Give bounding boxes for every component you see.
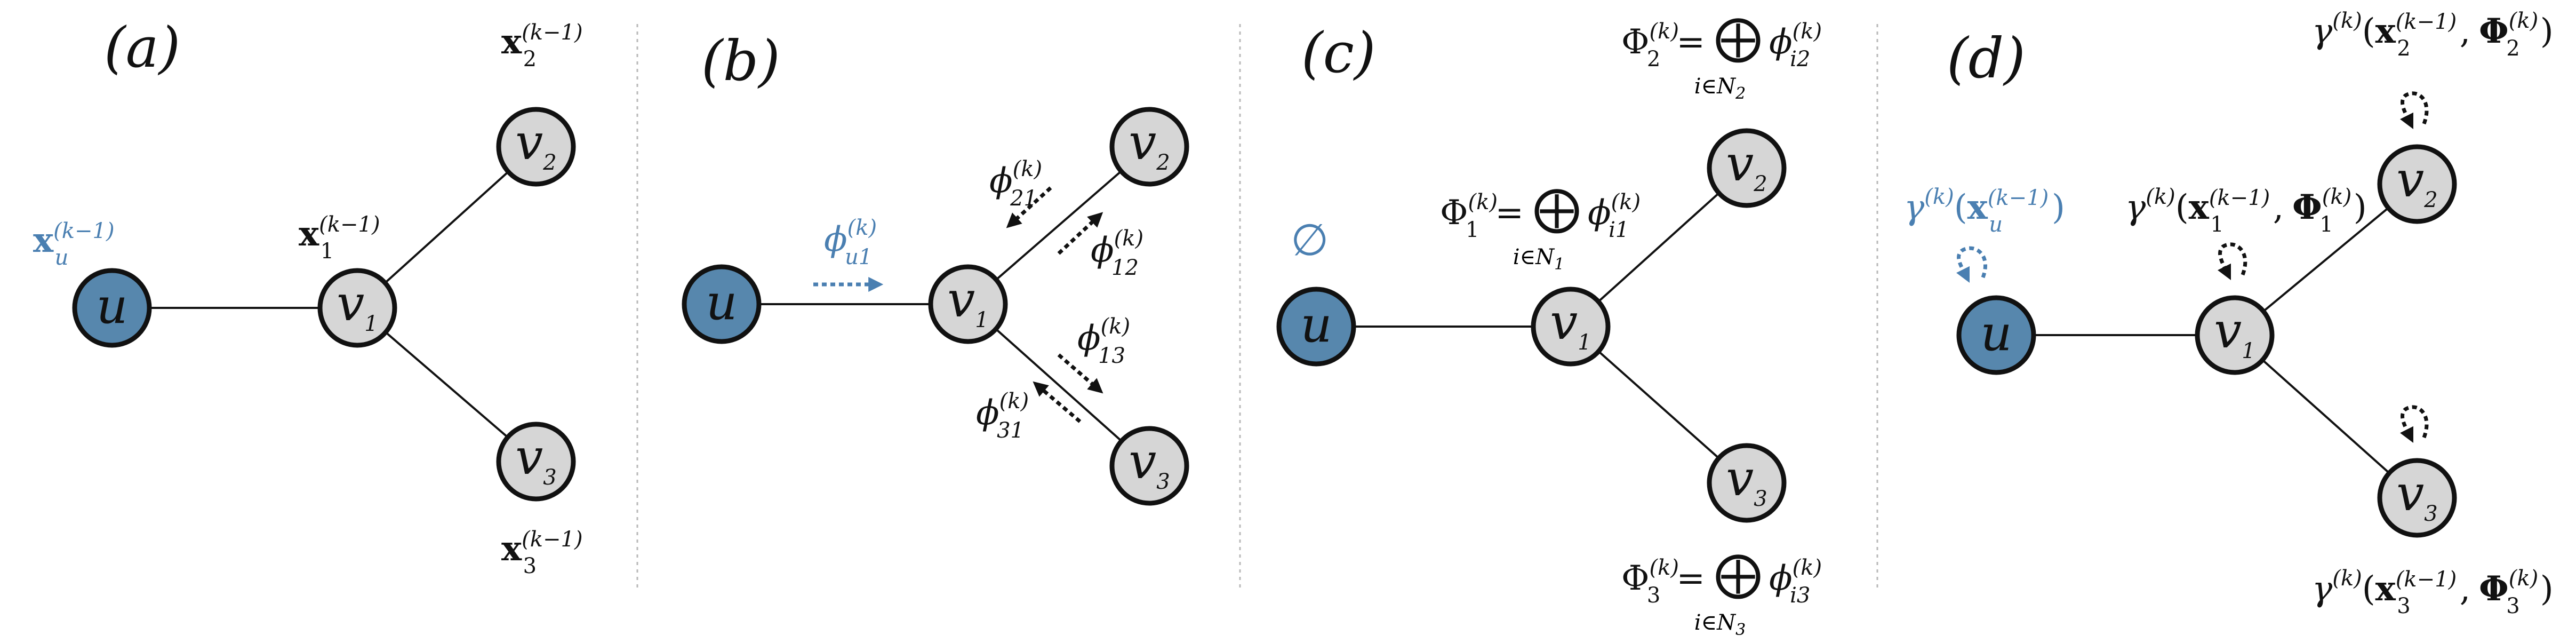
panel-c: u v1 v2 v3 ∅ Φ(k)1=⨁ϕ(k)i1 i∈N1 Φ(k)2=⨁ϕ… [1276,10,1822,639]
svg-text:u: u [1980,305,2012,362]
label-phi-u1: ϕ(k)u1 [824,216,877,269]
svg-text:v2: v2 [1726,135,1767,196]
self-loop-v2 [2399,91,2429,130]
node-v1: v1 [1531,287,1611,367]
edge-v1-v3 [967,303,1150,467]
label-phi-31: ϕ(k)31 [976,389,1029,443]
node-v3: v3 [496,422,576,502]
label-x-3: x(k−1)3 [501,527,583,578]
svg-text:v1: v1 [337,275,378,336]
self-loop-v3 [2399,405,2429,443]
label-gamma-1: γ(k)(x(k−1)1,Φ(k)1) [2125,185,2367,237]
panel-label-b: (b) [701,28,780,93]
node-u: u [1956,295,2036,375]
edge-v1-v2 [967,146,1150,305]
label-Phi-2: Φ(k)2=⨁ϕ(k)i2 [1621,10,1822,72]
svg-text:v1: v1 [947,271,988,332]
node-v2: v2 [1707,128,1787,208]
self-loop-v1 [2217,242,2247,281]
svg-text:v3: v3 [1726,450,1767,511]
svg-text:v2: v2 [2396,151,2437,212]
label-gamma-3: γ(k)(x(k−1)3,Φ(k)3) [2312,566,2554,618]
label-x-2: x(k−1)2 [501,20,583,72]
svg-text:v2: v2 [515,114,556,175]
sum-index-N2: i∈N2 [1694,74,1746,103]
node-v3: v3 [2377,458,2457,538]
panel-a: u v1 v2 v3 x(k−1)u x(k−1)1 x(k−1)2 x(k−1… [33,20,583,578]
sum-index-N3: i∈N3 [1694,610,1746,639]
panel-label-d: (d) [1947,26,2026,91]
label-phi-12: ϕ(k)12 [1091,226,1143,280]
empty-set-symbol: ∅ [1291,215,1329,266]
label-gamma-u: γ(k)(x(k−1)u) [1904,185,2065,237]
svg-text:v2: v2 [1129,114,1170,175]
svg-text:u: u [1300,296,1332,353]
svg-text:v3: v3 [515,428,556,490]
panel-b: u v1 v2 v3 ϕ(k)u1 ϕ(k)21 ϕ(k)12 ϕ(k)13 ϕ… [682,107,1189,506]
label-Phi-3: Φ(k)3=⨁ϕ(k)i3 [1621,546,1822,608]
label-gamma-2: γ(k)(x(k−1)2,Φ(k)2) [2312,9,2554,61]
arrow-phi-21 [1006,186,1052,228]
node-v1: v1 [2195,295,2275,375]
panel-label-a: (a) [104,15,180,80]
node-u: u [682,264,762,344]
label-phi-13: ϕ(k)13 [1077,314,1130,368]
arrow-phi-31 [1033,381,1082,423]
node-u: u [1276,287,1356,367]
edge-v1-v3 [2234,334,2418,499]
node-v2: v2 [496,107,576,187]
node-v1: v1 [928,264,1008,344]
edge-v1-v2 [356,146,537,309]
label-x-u: x(k−1)u [33,219,115,270]
svg-text:u: u [706,274,737,331]
sum-index-N1: i∈N1 [1513,245,1565,274]
panel-label-c: (c) [1301,20,1375,85]
node-v3: v3 [1109,426,1189,506]
svg-text:v1: v1 [2214,302,2255,363]
label-x-1: x(k−1)1 [299,212,380,264]
node-v2: v2 [2377,144,2457,224]
panel-d: u v1 v2 v3 γ(k)(x(k−1)u) γ(k)(x(k−1)1,Φ(… [1904,9,2554,618]
arrow-phi-13 [1057,353,1103,394]
node-u: u [72,268,152,348]
node-v1: v1 [317,268,397,348]
node-v2: v2 [1109,107,1189,187]
svg-text:v3: v3 [1129,433,1170,494]
label-Phi-1: Φ(k)1=⨁ϕ(k)i1 [1440,180,1641,242]
svg-text:v1: v1 [1550,293,1591,355]
label-phi-21: ϕ(k)21 [989,157,1042,211]
svg-text:u: u [96,277,127,335]
node-v3: v3 [1707,443,1787,523]
arrow-phi-12 [1057,212,1103,255]
svg-text:v3: v3 [2396,465,2437,526]
self-loop-u [1956,246,1987,283]
